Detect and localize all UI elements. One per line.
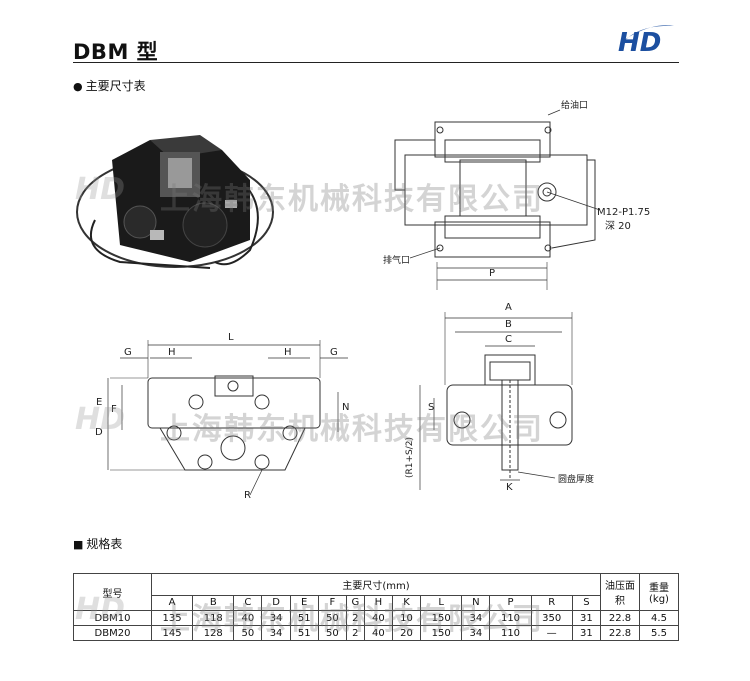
label-oil-inlet: 给油口 xyxy=(561,99,588,111)
cell-r: — xyxy=(530,625,573,641)
dim-label-c: C xyxy=(505,334,512,345)
cell-oil-area: 22.8 xyxy=(600,610,640,626)
column-header-a: A xyxy=(150,594,194,612)
cell-p: 110 xyxy=(489,625,532,641)
section-dimensions-label: 主要尺寸表 xyxy=(85,79,146,93)
cell-g: 2 xyxy=(345,625,365,641)
cell-s: 31 xyxy=(571,625,602,641)
bullet-square-icon: ■ xyxy=(73,538,84,551)
column-header-g: G xyxy=(345,594,365,612)
section-dimensions: ●主要尺寸表 xyxy=(73,77,146,94)
dim-label-d: D xyxy=(95,427,103,438)
cell-h: 40 xyxy=(363,625,393,641)
header-weight: 重量(kg) xyxy=(639,573,679,611)
title-rule xyxy=(73,62,679,63)
column-header-p: P xyxy=(489,594,532,612)
column-header-r: R xyxy=(530,594,573,612)
product-photo xyxy=(76,135,274,269)
column-header-d: D xyxy=(261,594,291,612)
cell-c: 50 xyxy=(233,625,263,641)
cell-p: 110 xyxy=(489,610,532,626)
bullet-circle-icon: ● xyxy=(73,80,83,93)
column-header-e: E xyxy=(289,594,319,612)
section-spec-label: 规格表 xyxy=(86,537,123,551)
dim-label-s: S xyxy=(428,402,434,413)
front-view-drawing xyxy=(107,340,348,496)
dim-label-a: A xyxy=(505,302,512,313)
cell-l: 150 xyxy=(420,625,463,641)
label-depth: 深 20 xyxy=(605,220,631,232)
top-view-drawing xyxy=(394,109,601,290)
dim-label-n: N xyxy=(342,402,349,413)
column-header-b: B xyxy=(192,594,235,612)
cell-n: 34 xyxy=(461,610,491,626)
header-model: 型号 xyxy=(73,573,152,611)
cell-a: 145 xyxy=(150,625,194,641)
cell-s: 31 xyxy=(571,610,602,626)
column-header-s: S xyxy=(571,594,602,612)
cell-e: 51 xyxy=(289,625,319,641)
dim-label-g-left: G xyxy=(124,347,132,358)
dim-label-h-left: H xyxy=(168,347,176,358)
cell-model: DBM10 xyxy=(73,610,152,626)
dim-label-f: F xyxy=(111,404,117,415)
cell-weight: 5.5 xyxy=(639,625,679,641)
dim-label-e: E xyxy=(96,397,102,408)
column-header-k: K xyxy=(391,594,422,612)
column-header-n: N xyxy=(461,594,491,612)
cell-f: 50 xyxy=(317,610,347,626)
cell-oil-area: 22.8 xyxy=(600,625,640,641)
table-header-row-1: 型号 主要尺寸(mm) 油压面积 重量(kg) xyxy=(73,573,679,611)
cell-b: 118 xyxy=(192,610,235,626)
cell-a: 135 xyxy=(150,610,194,626)
cell-n: 34 xyxy=(461,625,491,641)
cell-c: 40 xyxy=(233,610,263,626)
logo-text: HD xyxy=(618,28,661,58)
dim-label-b: B xyxy=(505,319,512,330)
cell-f: 50 xyxy=(317,625,347,641)
column-header-f: F xyxy=(317,594,347,612)
column-header-l: L xyxy=(420,594,463,612)
dim-label-h-right: H xyxy=(284,347,292,358)
cell-b: 128 xyxy=(192,625,235,641)
cell-e: 51 xyxy=(289,610,319,626)
cell-model: DBM20 xyxy=(73,625,152,641)
label-air-outlet: 排气口 xyxy=(383,254,410,266)
dim-label-p: P xyxy=(489,268,495,279)
cell-h: 40 xyxy=(363,610,393,626)
dim-label-k: K xyxy=(506,482,513,493)
label-disc-thickness: 圆盘厚度 xyxy=(558,473,594,485)
cell-l: 150 xyxy=(420,610,463,626)
column-header-c: C xyxy=(233,594,263,612)
cell-r: 350 xyxy=(530,610,573,626)
dim-label-g-right: G xyxy=(330,347,338,358)
cell-g: 2 xyxy=(345,610,365,626)
section-spec: ■规格表 xyxy=(73,535,122,552)
cell-k: 20 xyxy=(391,625,422,641)
dim-label-l: L xyxy=(228,332,234,343)
dim-label-r1: (R1+S/2) xyxy=(405,437,415,478)
cell-k: 10 xyxy=(391,610,422,626)
header-oil-area: 油压面积 xyxy=(600,573,640,611)
cell-d: 34 xyxy=(261,610,291,626)
hd-logo: HD xyxy=(618,25,674,58)
cell-d: 34 xyxy=(261,625,291,641)
label-thread: M12-P1.75 xyxy=(597,207,650,218)
side-view-drawing xyxy=(419,312,573,490)
page-title: DBM 型 xyxy=(73,40,159,64)
header-main-dimensions: 主要尺寸(mm) xyxy=(151,573,601,596)
cell-weight: 4.5 xyxy=(639,610,679,626)
column-header-h: H xyxy=(363,594,393,612)
dim-label-r: R xyxy=(244,490,251,501)
